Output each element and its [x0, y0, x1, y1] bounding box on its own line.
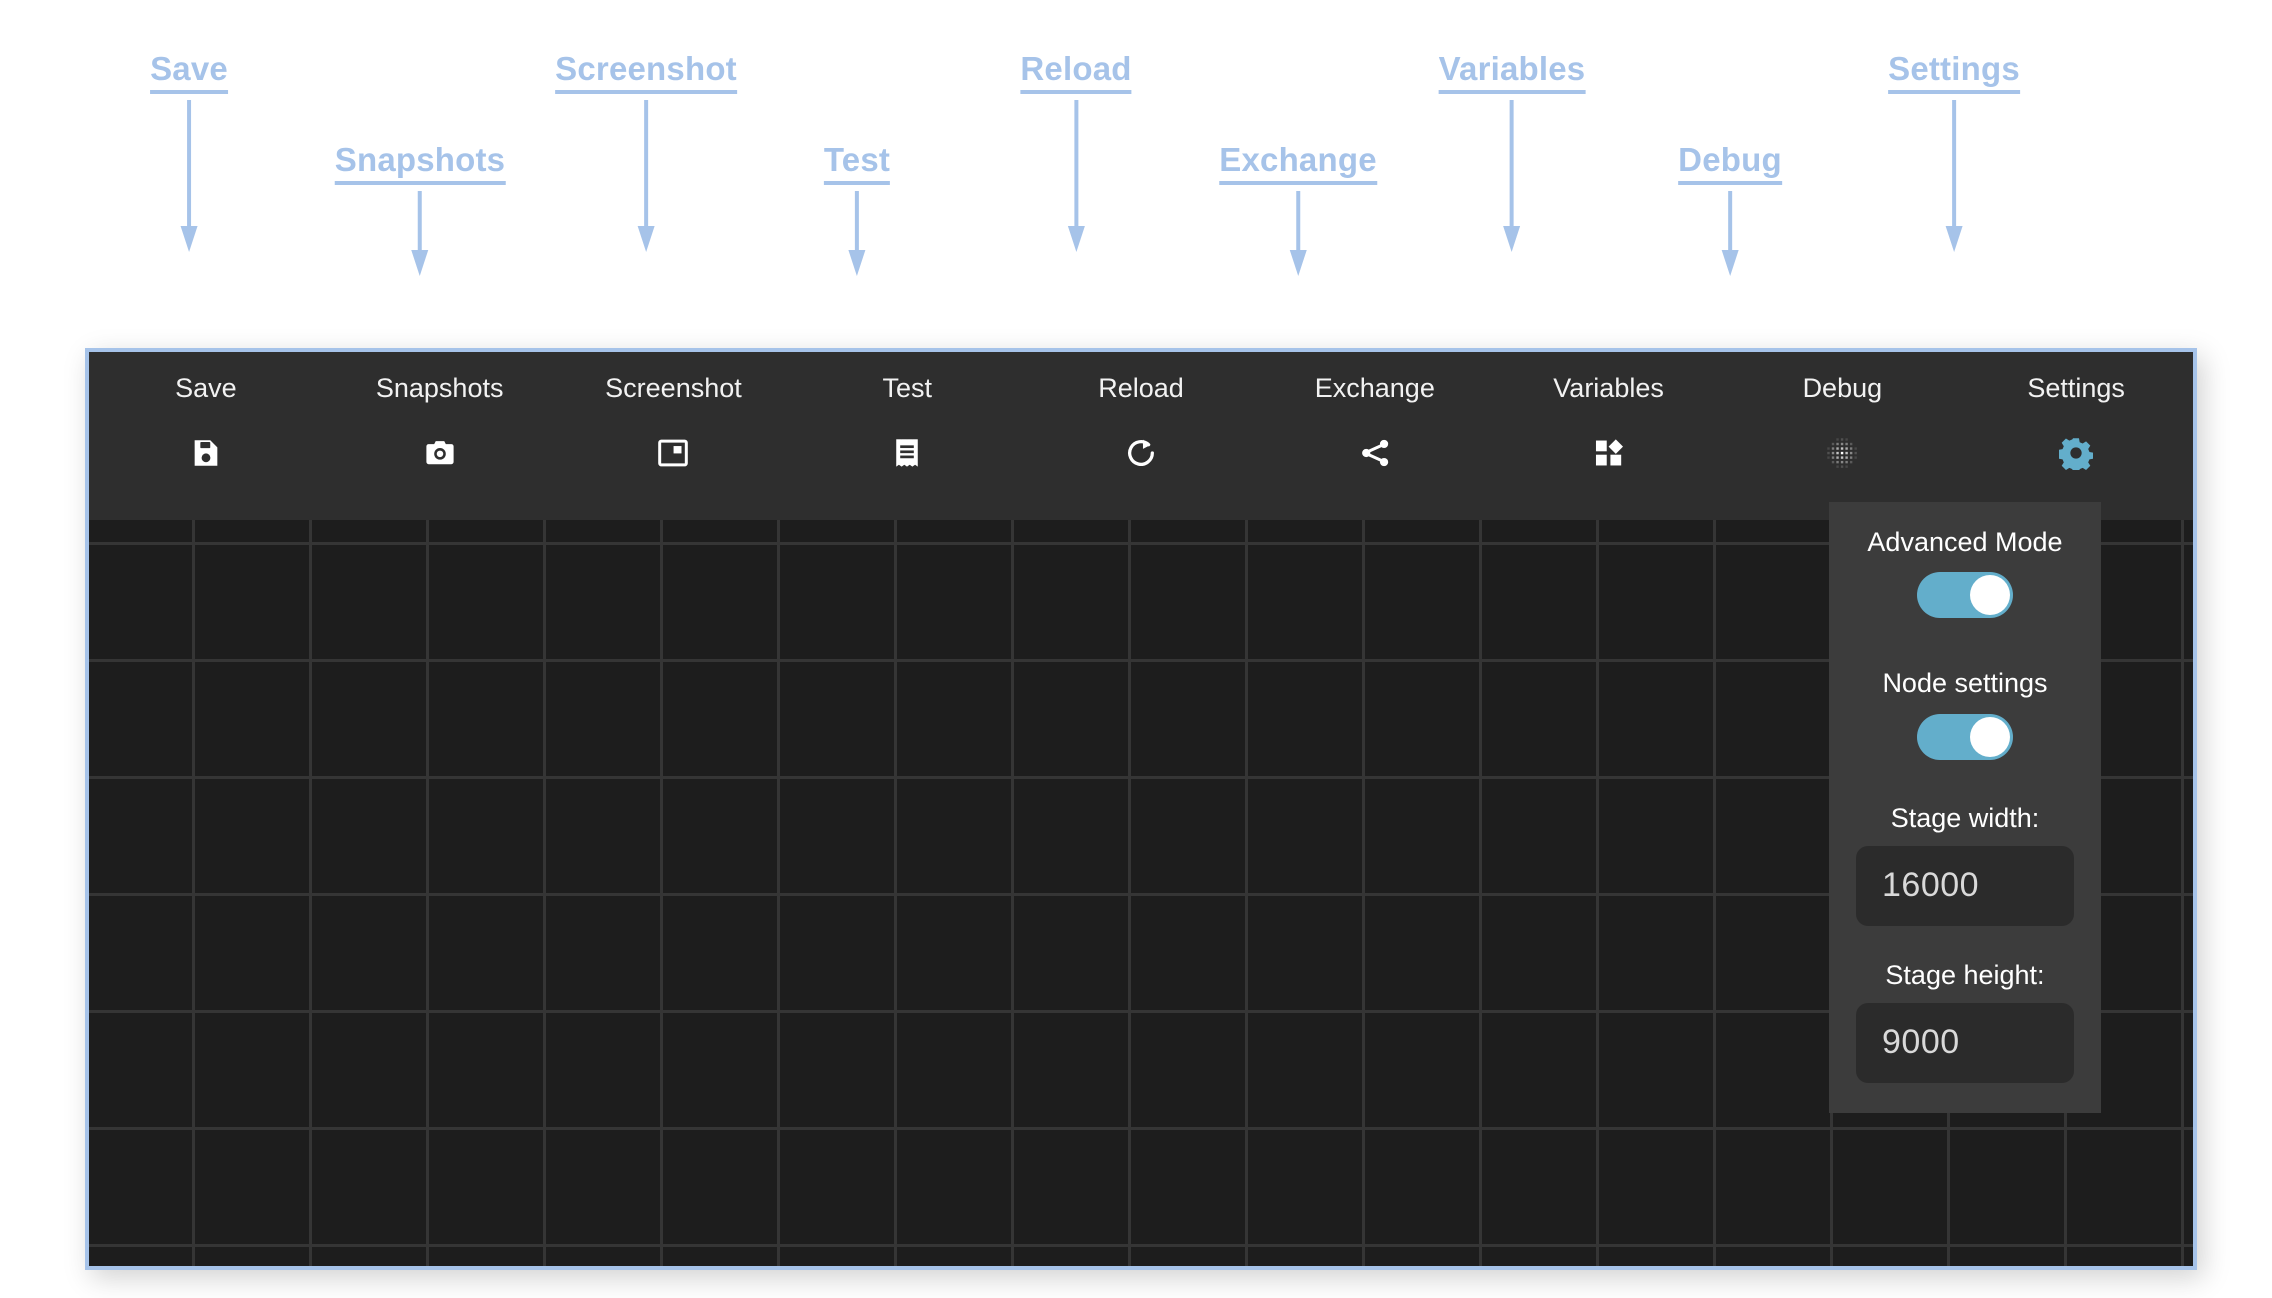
toolbar-button-label: Exchange — [1314, 373, 1435, 403]
toolbar-button-label: Variables — [1553, 373, 1664, 403]
toggle-knob — [1970, 575, 2010, 616]
annotation-callout-reload: Reload — [1020, 51, 1132, 252]
shapes-grid-icon[interactable] — [1592, 436, 1626, 470]
toolbar: Save Snapshots Screenshot Test Reload Exchang… — [89, 352, 2193, 520]
annotation-label: Settings — [1888, 51, 2020, 94]
annotation-arrow-screenshot — [633, 100, 659, 254]
toolbar-button-label: Snapshots — [375, 373, 504, 403]
toolbar-button-snapshots[interactable]: Snapshots — [323, 352, 557, 520]
settings-toggle-row: Advanced Mode — [1829, 516, 2101, 657]
annotation-arrow-reload — [1063, 100, 1089, 254]
toolbar-button-label: Reload — [1098, 373, 1184, 403]
dot-matrix-icon[interactable] — [1825, 436, 1859, 470]
gear-icon[interactable] — [2059, 436, 2094, 470]
settings-toggle-label: Advanced Mode — [1867, 527, 2063, 557]
annotation-arrow-settings — [1941, 100, 1967, 254]
annotation-callout-variables: Variables — [1438, 51, 1586, 252]
settings-field-value: 9000 — [1882, 1023, 1960, 1062]
settings-field-input-stage-height[interactable]: 9000 — [1856, 1002, 2074, 1083]
annotation-label: Debug — [1678, 142, 1782, 185]
annotation-arrow-debug — [1717, 191, 1743, 278]
annotation-callout-test: Test — [823, 142, 891, 276]
annotation-label: Snapshots — [334, 142, 506, 185]
annotation-label: Test — [823, 142, 891, 185]
annotation-label: Screenshot — [555, 51, 737, 94]
toggle-switch-advanced-mode[interactable] — [1917, 572, 2013, 619]
receipt-icon[interactable] — [890, 436, 924, 470]
settings-field-group: Stage height: 9000 — [1829, 956, 2101, 1083]
toolbar-button-label: Screenshot — [605, 373, 742, 403]
annotation-arrow-variables — [1499, 100, 1525, 254]
annotation-arrow-save — [176, 100, 202, 254]
annotation-label: Reload — [1020, 51, 1132, 94]
toolbar-button-label: Save — [175, 373, 237, 403]
floppy-disk-icon[interactable] — [189, 436, 223, 470]
toolbar-button-label: Settings — [2027, 373, 2125, 403]
toolbar-button-test[interactable]: Test — [790, 352, 1024, 520]
settings-toggle-row: Node settings — [1829, 657, 2101, 798]
toolbar-button-screenshot[interactable]: Screenshot — [557, 352, 791, 520]
settings-toggle-label: Node settings — [1882, 668, 2048, 699]
annotation-callout-screenshot: Screenshot — [555, 51, 737, 252]
toolbar-button-exchange[interactable]: Exchange — [1258, 352, 1492, 520]
annotation-callout-exchange: Exchange — [1219, 142, 1377, 276]
toolbar-button-reload[interactable]: Reload — [1024, 352, 1258, 520]
camera-icon[interactable] — [423, 436, 457, 470]
toolbar-button-debug[interactable]: Debug — [1725, 352, 1959, 520]
annotation-label: Variables — [1438, 51, 1586, 94]
toggle-knob — [1970, 716, 2010, 757]
settings-field-group: Stage width: 16000 — [1829, 799, 2101, 926]
annotation-arrow-test — [844, 191, 870, 278]
annotation-callout-snapshots: Snapshots — [334, 142, 506, 276]
settings-field-value: 16000 — [1882, 866, 1980, 905]
annotation-callout-debug: Debug — [1678, 142, 1782, 276]
settings-field-input-stage-width[interactable]: 16000 — [1856, 845, 2074, 926]
annotation-arrow-exchange — [1285, 191, 1311, 278]
toolbar-button-label: Debug — [1802, 373, 1883, 403]
annotation-callout-settings: Settings — [1888, 51, 2020, 252]
annotation-callout-save: Save — [150, 51, 228, 252]
refresh-icon[interactable] — [1124, 436, 1158, 470]
settings-field-label: Stage width: — [1890, 802, 2040, 833]
share-nodes-icon[interactable] — [1358, 436, 1392, 470]
toggle-switch-node-settings[interactable] — [1917, 713, 2013, 760]
annotation-arrow-snapshots — [407, 191, 433, 278]
settings-field-label: Stage height: — [1885, 959, 2045, 990]
app-window: Save Snapshots Screenshot Test Reload Exchang… — [85, 348, 2197, 1270]
toolbar-button-save[interactable]: Save — [89, 352, 323, 520]
toolbar-button-settings[interactable]: Settings — [1959, 352, 2193, 520]
toolbar-button-label: Test — [882, 373, 932, 403]
picture-in-picture-icon[interactable] — [656, 436, 690, 470]
toolbar-button-variables[interactable]: Variables — [1492, 352, 1726, 520]
annotation-label: Save — [150, 51, 228, 94]
annotation-label: Exchange — [1219, 142, 1377, 185]
